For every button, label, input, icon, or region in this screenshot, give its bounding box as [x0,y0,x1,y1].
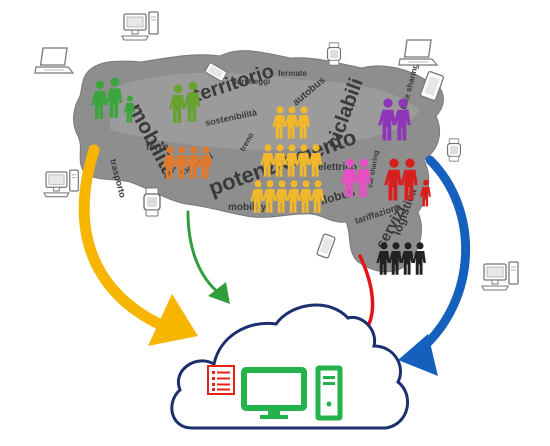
desktop-computer-icon [43,169,79,198]
document-list-icon [207,365,235,395]
region-map [73,50,444,273]
arrowhead-yellow [148,294,198,346]
arrow-yellow [78,144,178,336]
word-medium-0: parcheggi [232,77,270,86]
smartwatch-icon [447,138,461,162]
desktop-computer-icon [481,261,519,291]
arrow-blue [415,155,470,355]
word-medium-3: elettrico [318,162,357,173]
smartphone-icon [315,232,337,260]
laptop-icon [34,47,74,74]
arrow-green [186,210,222,296]
word-medium-12: mobility [228,202,267,213]
smartwatch-icon [327,42,341,66]
cloud-outline [170,303,409,430]
desktop-computer-icon [121,11,159,41]
monitor-icon [241,367,307,419]
tablet-icon [419,70,445,102]
arrowhead-green [208,282,230,304]
arrowhead-blue [398,334,438,376]
word-medium-1: fermate [278,69,307,78]
computer-tower-icon [315,365,343,421]
word-medium-6: ferro [146,142,169,153]
data-flow-arrows [78,144,470,376]
laptop-icon [398,39,438,66]
cloud [170,303,409,430]
smartwatch-icon [143,187,161,217]
device-icons [34,11,519,291]
